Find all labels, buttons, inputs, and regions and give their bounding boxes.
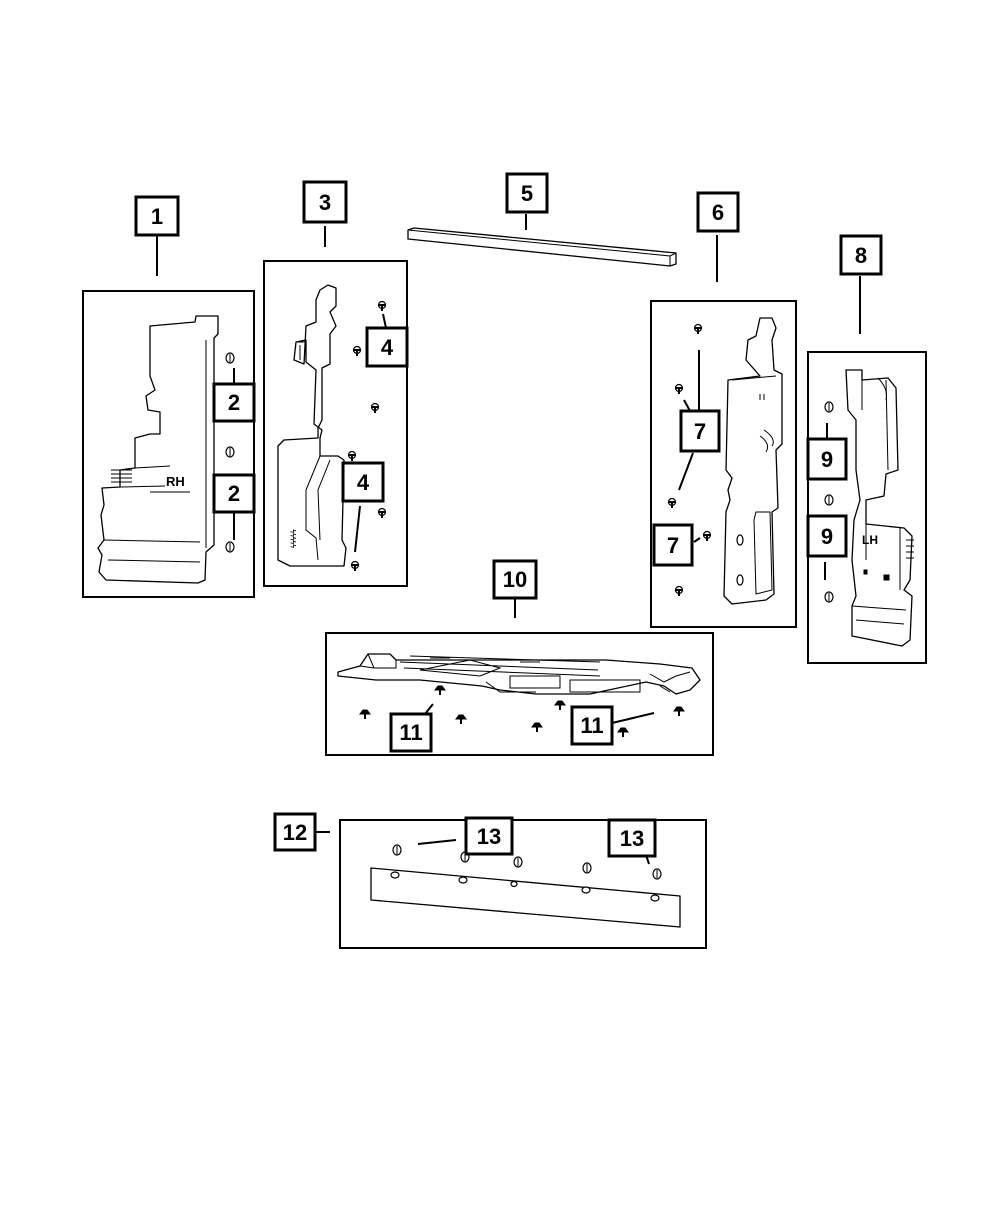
callout-1: 1 xyxy=(134,195,180,237)
svg-text:13: 13 xyxy=(477,824,501,849)
callout-12: 12 xyxy=(273,812,317,852)
callout-9b: 9 xyxy=(806,514,848,558)
callout-7a: 7 xyxy=(679,409,721,453)
callout-5: 5 xyxy=(505,172,549,214)
part-7-pins xyxy=(667,323,712,596)
callout-4b: 4 xyxy=(341,461,385,503)
svg-text:6: 6 xyxy=(712,200,724,225)
part-9-fasteners xyxy=(824,401,834,603)
part-10-shield xyxy=(337,653,701,695)
callout-9a: 9 xyxy=(806,437,848,481)
part-2-fasteners xyxy=(225,352,235,553)
svg-text:2: 2 xyxy=(228,481,240,506)
svg-text:12: 12 xyxy=(283,820,307,845)
frame-part-12 xyxy=(339,819,707,949)
part-11-pins xyxy=(359,685,685,737)
svg-text:7: 7 xyxy=(667,533,679,558)
callout-11a: 11 xyxy=(389,712,433,753)
part-6-baffle xyxy=(723,317,783,605)
part-4-pins xyxy=(347,300,387,571)
svg-text:ϟϟϟϟϟ: ϟϟϟϟϟ xyxy=(291,529,298,548)
callout-6: 6 xyxy=(696,191,740,233)
svg-text:9: 9 xyxy=(821,447,833,472)
svg-text:11: 11 xyxy=(580,713,603,738)
svg-text:4: 4 xyxy=(357,470,370,495)
svg-text:13: 13 xyxy=(620,826,644,851)
svg-text:9: 9 xyxy=(821,524,833,549)
part-12-lower-shield xyxy=(370,867,681,928)
callout-11b: 11 xyxy=(570,705,614,746)
callout-13a: 13 xyxy=(464,816,514,856)
svg-text:7: 7 xyxy=(694,419,706,444)
callout-2b: 2 xyxy=(212,473,256,514)
svg-text:4: 4 xyxy=(381,335,394,360)
frame-part-1 xyxy=(82,290,255,598)
callout-2a: 2 xyxy=(212,382,256,423)
svg-text:3: 3 xyxy=(319,190,331,215)
svg-text:5: 5 xyxy=(521,181,533,206)
frame-part-8 xyxy=(807,351,927,664)
part-8-lh-baffle: LH xyxy=(845,369,914,647)
callout-13b: 13 xyxy=(607,818,657,858)
rh-marking: RH xyxy=(166,474,185,489)
frame-part-10 xyxy=(325,632,714,756)
callout-4a: 4 xyxy=(365,326,409,368)
part-3-baffle: ϟϟϟϟϟ xyxy=(277,284,347,567)
svg-text:2: 2 xyxy=(228,390,240,415)
callout-7b: 7 xyxy=(652,523,694,567)
svg-text:10: 10 xyxy=(503,567,527,592)
part-1-rh-baffle: RH xyxy=(97,315,219,584)
callout-3: 3 xyxy=(302,180,348,224)
part-5-seal-strip xyxy=(407,227,677,267)
callout-8: 8 xyxy=(839,234,883,276)
svg-text:1: 1 xyxy=(151,204,163,229)
lh-marking: LH xyxy=(862,533,878,547)
svg-text:11: 11 xyxy=(399,720,422,745)
frame-part-6 xyxy=(650,300,797,628)
callout-10: 10 xyxy=(492,559,538,600)
frame-part-3 xyxy=(263,260,408,587)
svg-text:8: 8 xyxy=(855,243,867,268)
